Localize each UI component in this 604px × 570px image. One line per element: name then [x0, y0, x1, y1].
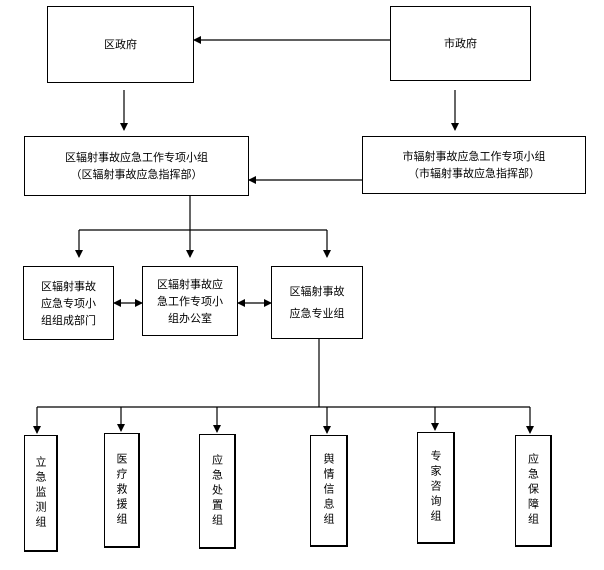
district-special-group-box: 区辐射事故应急工作专项小组 （区辐射事故应急指挥部）	[24, 136, 249, 196]
office-box: 区辐射事故应 急工作专项小 组办公室	[142, 266, 238, 336]
office-line-2: 急工作专项小	[157, 294, 223, 308]
team-box-3: 应急处置组	[199, 434, 236, 549]
team-box-4: 舆情信息组	[310, 435, 348, 547]
team-box-2: 医疗救援组	[104, 433, 140, 548]
office-line-1: 区辐射事故应	[157, 277, 223, 291]
member-departments-line-3: 组组成部门	[41, 313, 96, 327]
team-label-6: 应急保障组	[526, 453, 540, 528]
team-label-3: 应急处置组	[210, 453, 224, 529]
team-label-5: 专家咨询组	[429, 450, 442, 525]
team-box-1: 立急监测组	[24, 435, 58, 552]
district-special-group-subtitle: （区辐射事故应急指挥部）	[70, 168, 203, 181]
team-box-5: 专家咨询组	[417, 432, 455, 544]
professional-group-line-2: 应急专业组	[289, 306, 345, 320]
team-label-2: 医疗救援组	[115, 452, 128, 528]
district-government-box: 区政府	[47, 6, 194, 83]
team-label-1: 立急监测组	[34, 455, 47, 531]
district-government-label: 区政府	[104, 38, 137, 51]
professional-group-box: 区辐射事故 应急专业组	[271, 266, 363, 339]
member-departments-line-2: 应急专项小	[41, 296, 96, 310]
city-special-group-box: 市辐射事故应急工作专项小组 （市辐射事故应急指挥部）	[362, 136, 586, 194]
city-special-group-title: 市辐射事故应急工作专项小组	[402, 150, 546, 163]
member-departments-line-1: 区辐射事故	[41, 279, 96, 293]
office-line-3: 组办公室	[168, 311, 212, 325]
city-government-box: 市政府	[390, 6, 531, 81]
professional-group-line-1: 区辐射事故	[289, 284, 345, 298]
team-box-6: 应急保障组	[515, 435, 552, 547]
city-special-group-subtitle: （市辐射事故应急指挥部）	[408, 167, 540, 180]
team-label-4: 舆情信息组	[322, 453, 335, 528]
member-departments-box: 区辐射事故 应急专项小 组组成部门	[23, 266, 114, 340]
district-special-group-title: 区辐射事故应急工作专项小组	[65, 151, 208, 164]
city-government-label: 市政府	[444, 37, 477, 50]
